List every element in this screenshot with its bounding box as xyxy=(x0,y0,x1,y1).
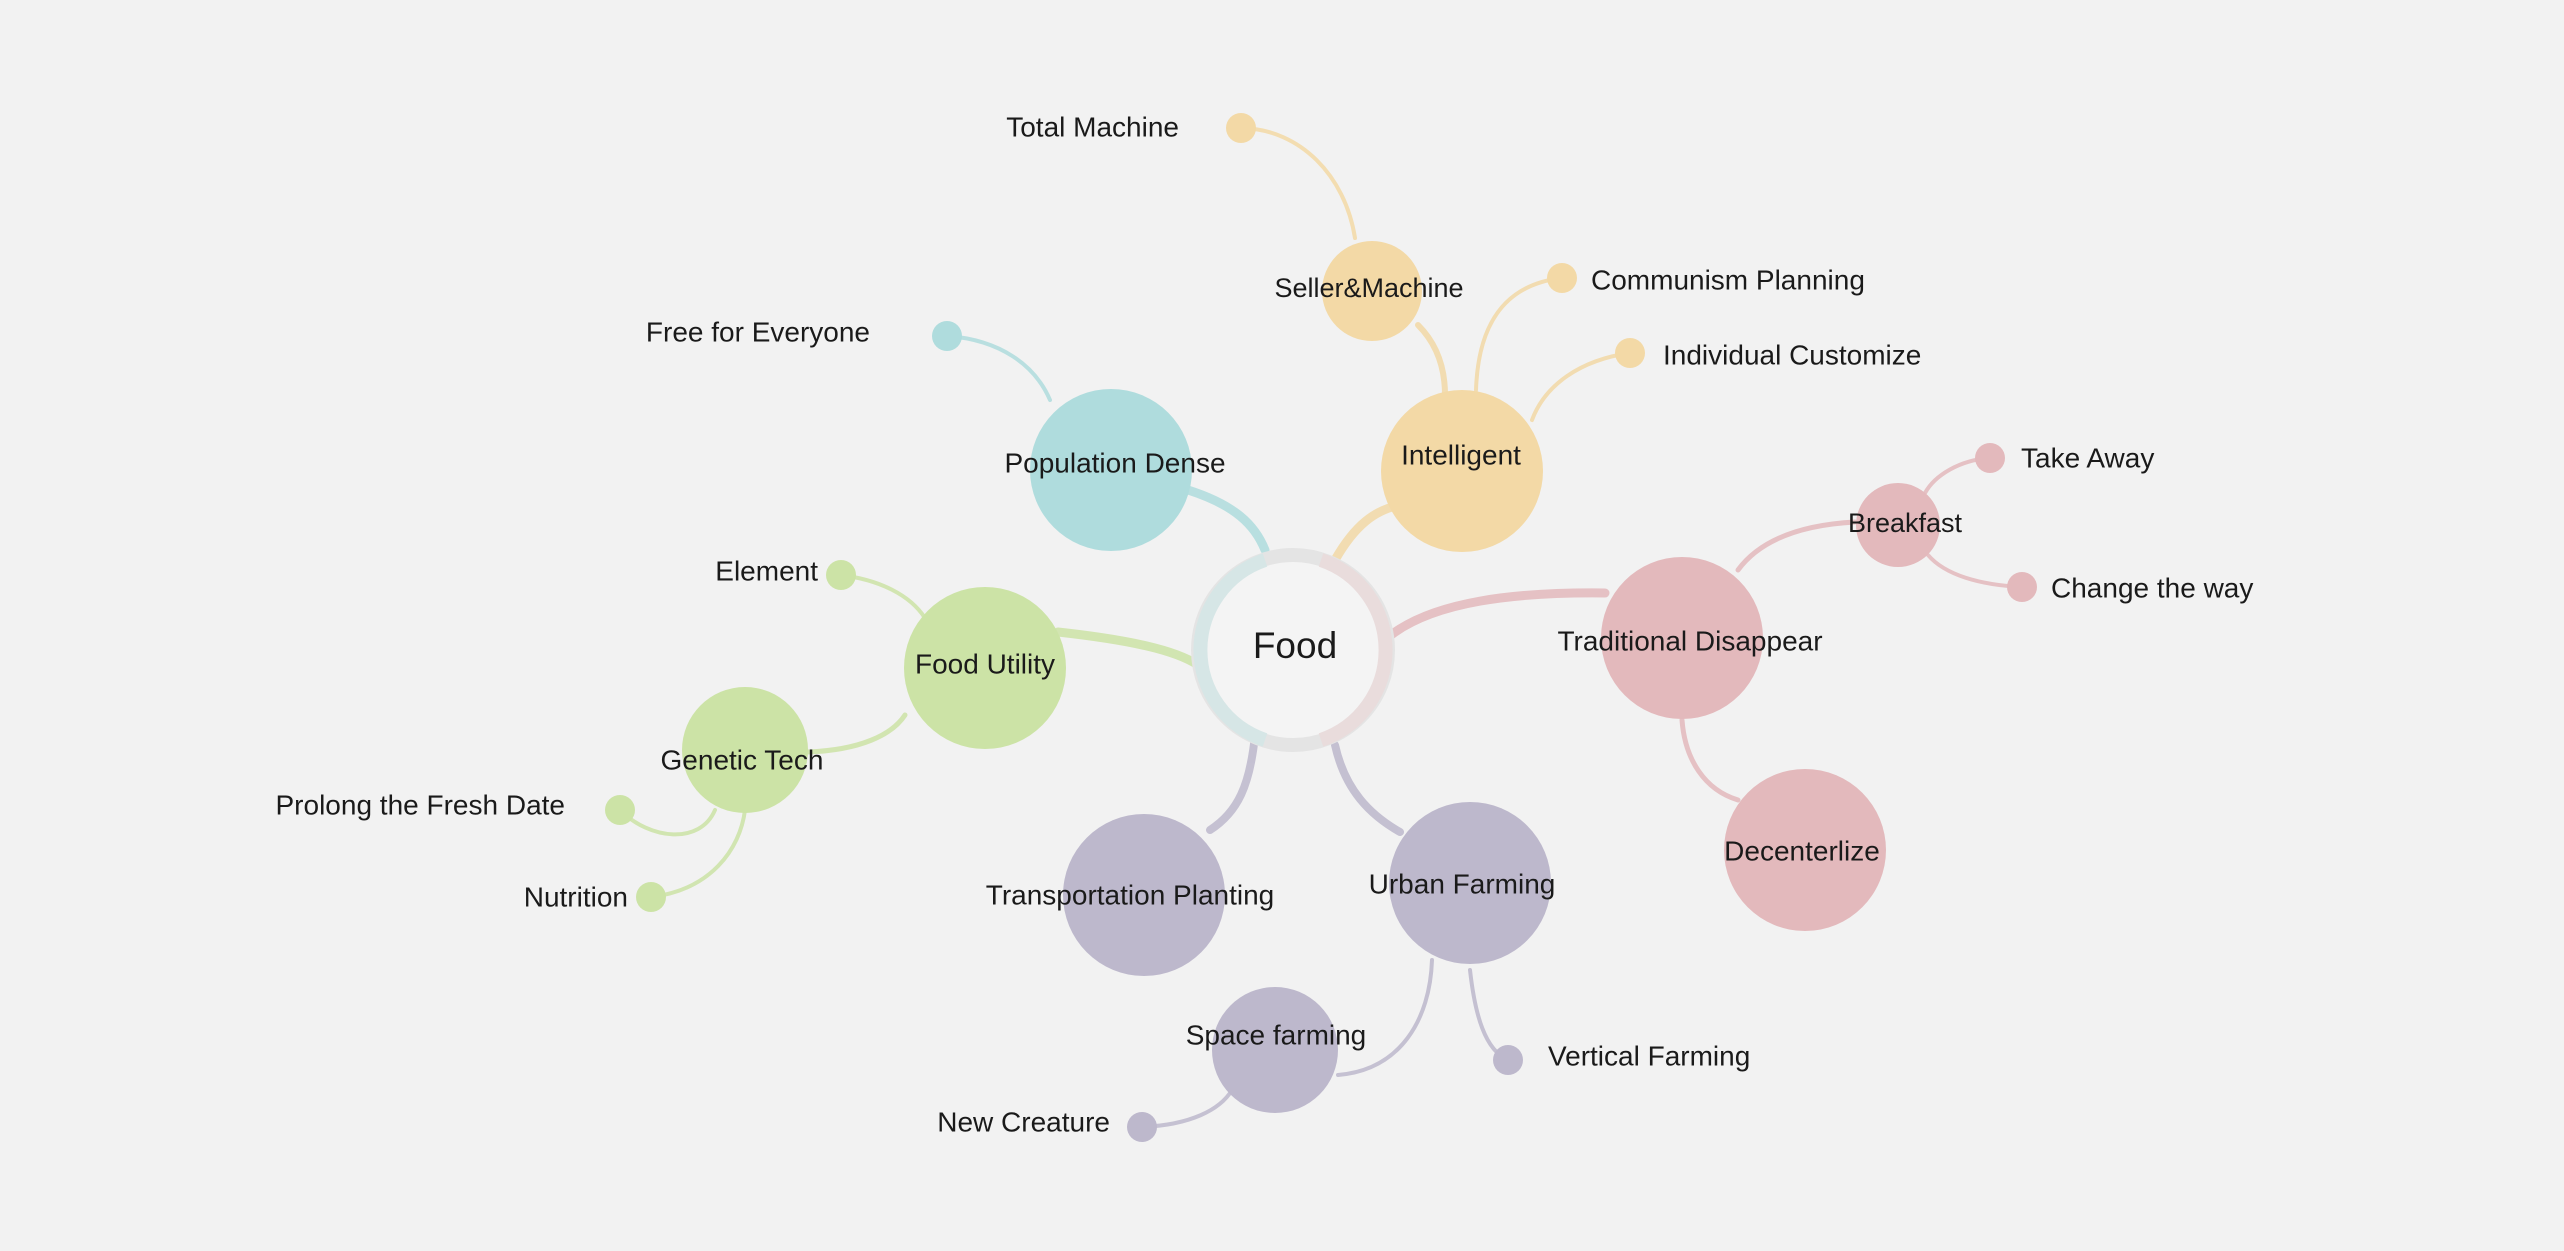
node-intelligent-label: Intelligent xyxy=(1401,439,1521,470)
leaf-nutrition-dot xyxy=(636,882,666,912)
leaf-new-creature[interactable]: New Creature xyxy=(937,1106,1157,1142)
leaf-take-away-label: Take Away xyxy=(2021,442,2154,473)
leaf-element-label: Element xyxy=(715,555,818,586)
node-transportation-planting[interactable]: Transportation Planting xyxy=(986,814,1274,976)
node-food-utility-label: Food Utility xyxy=(915,648,1055,679)
node-intelligent-circle xyxy=(1381,390,1543,552)
leaf-free-for-everyone[interactable]: Free for Everyone xyxy=(646,316,962,351)
node-breakfast-circle xyxy=(1856,483,1940,567)
leaf-prolong-fresh-date-label: Prolong the Fresh Date xyxy=(276,789,566,820)
node-urban-farming[interactable]: Urban Farming xyxy=(1369,802,1556,964)
leaf-individual-customize[interactable]: Individual Customize xyxy=(1615,338,1921,370)
leaf-take-away-dot xyxy=(1975,443,2005,473)
node-space-farming[interactable]: Space farming xyxy=(1186,987,1367,1113)
leaf-element-dot xyxy=(826,560,856,590)
connector-transportation-center xyxy=(1206,731,1259,834)
leaf-free-for-everyone-dot xyxy=(932,321,962,351)
leaf-nutrition[interactable]: Nutrition xyxy=(524,881,666,912)
leaf-new-creature-dot xyxy=(1127,1112,1157,1142)
node-food-utility-circle xyxy=(904,587,1066,749)
leaf-total-machine-dot xyxy=(1226,113,1256,143)
connector-total-machine-seller xyxy=(1241,126,1357,240)
leaf-vertical-farming[interactable]: Vertical Farming xyxy=(1493,1040,1750,1075)
node-genetic-tech-circle xyxy=(682,687,808,813)
node-urban-farming-circle xyxy=(1389,802,1551,964)
node-genetic-tech-label: Genetic Tech xyxy=(661,744,824,775)
leaf-vertical-farming-dot xyxy=(1493,1045,1523,1075)
connector-nutrition-genetic xyxy=(649,808,747,899)
node-seller-machine-label: Seller&Machine xyxy=(1274,273,1463,303)
node-seller-machine[interactable]: Seller&Machine xyxy=(1274,241,1464,341)
connector-breakfast-traditional xyxy=(1735,519,1858,573)
leaf-communism-planning-label: Communism Planning xyxy=(1591,264,1865,295)
connector-traditional-center xyxy=(1380,588,1610,645)
node-breakfast[interactable]: Breakfast xyxy=(1848,483,1963,567)
node-population-dense-circle xyxy=(1030,389,1192,551)
center-node[interactable]: Food xyxy=(1191,548,1395,752)
leaf-nodes: Total Machine Communism Planning Individ… xyxy=(276,111,2253,1142)
node-breakfast-label: Breakfast xyxy=(1848,508,1963,538)
node-decenterlize-circle xyxy=(1724,769,1886,931)
node-decenterlize[interactable]: Decenterlize xyxy=(1724,769,1886,931)
connector-communism-intelligent xyxy=(1474,276,1564,392)
leaf-nutrition-label: Nutrition xyxy=(524,881,628,912)
leaf-prolong-fresh-date-dot xyxy=(605,795,635,825)
leaf-change-the-way-label: Change the way xyxy=(2051,572,2253,603)
node-transportation-planting-circle xyxy=(1063,814,1225,976)
major-nodes: Seller&Machine Intelligent Population De… xyxy=(661,241,1963,1113)
leaf-communism-planning-dot xyxy=(1547,263,1577,293)
connector-decenterlize-traditional xyxy=(1679,717,1741,803)
node-traditional-disappear-label: Traditional Disappear xyxy=(1557,625,1822,656)
connector-seller-intelligent xyxy=(1415,322,1448,398)
node-decenterlize-label: Decenterlize xyxy=(1724,835,1880,866)
node-food-utility[interactable]: Food Utility xyxy=(904,587,1066,749)
node-genetic-tech[interactable]: Genetic Tech xyxy=(661,687,824,813)
node-seller-machine-circle xyxy=(1322,241,1422,341)
leaf-change-the-way-dot xyxy=(2007,572,2037,602)
leaf-communism-planning[interactable]: Communism Planning xyxy=(1547,263,1865,295)
node-space-farming-label: Space farming xyxy=(1186,1019,1367,1050)
leaf-free-for-everyone-label: Free for Everyone xyxy=(646,316,870,347)
connector-individual-intelligent xyxy=(1530,351,1632,422)
connector-population-center xyxy=(1183,485,1270,555)
connector-free-population xyxy=(946,334,1052,402)
node-space-farming-circle xyxy=(1212,987,1338,1113)
node-population-dense[interactable]: Population Dense xyxy=(1004,389,1226,551)
node-intelligent[interactable]: Intelligent xyxy=(1381,390,1543,552)
leaf-individual-customize-dot xyxy=(1615,338,1645,368)
center-ring-right-arc xyxy=(1318,553,1393,747)
center-ring-left-arc xyxy=(1193,553,1268,747)
connector-urban-center xyxy=(1331,741,1404,836)
connector-genetic-foodutility xyxy=(805,712,908,755)
node-traditional-disappear[interactable]: Traditional Disappear xyxy=(1557,557,1823,719)
node-traditional-disappear-circle xyxy=(1601,557,1763,719)
node-population-dense-label: Population Dense xyxy=(1004,447,1225,478)
connector-space-urban xyxy=(1336,958,1434,1077)
leaf-element[interactable]: Element xyxy=(715,555,856,590)
node-transportation-planting-label: Transportation Planting xyxy=(986,879,1274,910)
leaf-individual-customize-label: Individual Customize xyxy=(1663,339,1921,370)
leaf-total-machine-label: Total Machine xyxy=(1006,111,1179,142)
leaf-total-machine[interactable]: Total Machine xyxy=(1006,111,1256,143)
leaf-change-the-way[interactable]: Change the way xyxy=(2007,572,2253,603)
center-label: Food xyxy=(1253,625,1337,666)
node-urban-farming-label: Urban Farming xyxy=(1369,868,1556,899)
leaf-take-away[interactable]: Take Away xyxy=(1975,442,2154,473)
connector-foodutility-center xyxy=(1053,627,1203,670)
leaf-new-creature-label: New Creature xyxy=(937,1106,1110,1137)
leaf-vertical-farming-label: Vertical Farming xyxy=(1548,1040,1750,1071)
leaf-prolong-fresh-date[interactable]: Prolong the Fresh Date xyxy=(276,789,636,825)
